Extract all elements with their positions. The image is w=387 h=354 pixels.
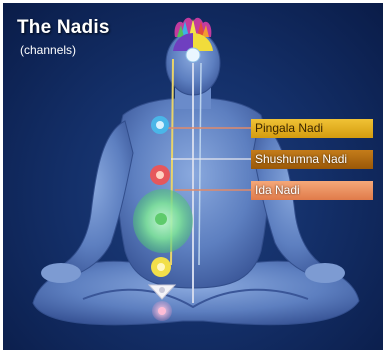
- left-arm: [49, 121, 133, 279]
- root-chakra-icon: [152, 301, 172, 321]
- diagram-frame: The Nadis (channels) Pingala Nadi Shushu…: [3, 3, 383, 350]
- heart-chakra-icon: [133, 189, 193, 253]
- yellow-chakra-icon: [151, 257, 171, 277]
- left-hand: [41, 263, 81, 283]
- label-pingala-nadi: Pingala Nadi: [251, 119, 373, 138]
- diagram-title: The Nadis: [17, 17, 110, 39]
- label-ida-nadi: Ida Nadi: [251, 181, 373, 200]
- right-hand: [305, 263, 345, 283]
- throat-chakra-icon: [151, 116, 169, 134]
- diagram-subtitle: (channels): [20, 43, 76, 57]
- label-shushumna-nadi: Shushumna Nadi: [251, 150, 373, 169]
- right-arm: [253, 121, 337, 279]
- red-chakra-icon: [150, 165, 170, 185]
